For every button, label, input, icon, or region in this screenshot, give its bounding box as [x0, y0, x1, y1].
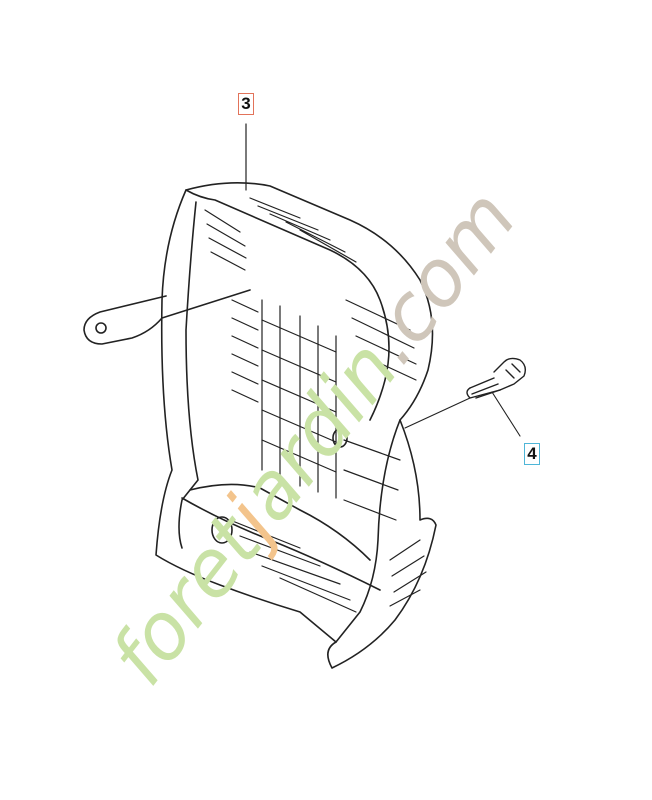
cover-inner-edge — [178, 201, 199, 549]
part-callout-3: 3 — [238, 93, 254, 115]
mounting-boss-hole — [332, 428, 348, 448]
cover-bottom-lip — [181, 497, 381, 591]
watermark: foretjardin.com — [94, 174, 534, 702]
cover-top-rim — [185, 189, 390, 421]
cover-outer-shell — [155, 182, 437, 669]
bracket-hole — [95, 322, 107, 334]
part-callout-4: 4 — [524, 443, 540, 465]
mounting-boss — [211, 516, 233, 544]
leader-line-4 — [404, 391, 521, 437]
bottom-grille — [229, 519, 427, 613]
mounting-bracket — [83, 289, 251, 345]
cylinder-cover-drawing — [83, 123, 527, 669]
cover-front-rim — [335, 419, 401, 643]
watermark-green-text: foretjardin.com — [94, 174, 534, 702]
screw-part — [466, 357, 527, 399]
cover-bottom-lip-2 — [189, 483, 371, 561]
side-vent-slots — [231, 299, 417, 521]
top-vent-slots — [204, 197, 357, 271]
